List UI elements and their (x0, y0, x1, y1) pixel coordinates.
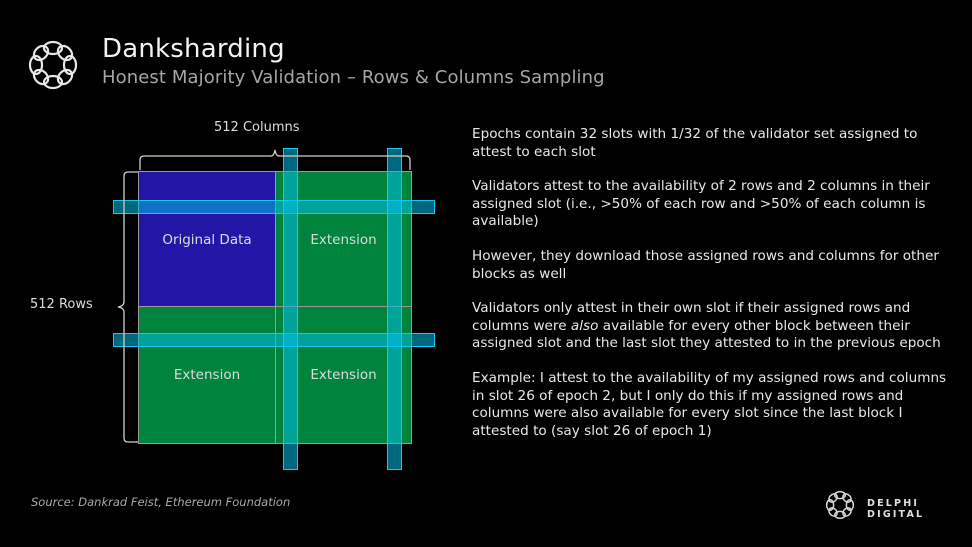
sampled-column-2 (387, 148, 402, 470)
bullet-own-slot: Validators only attest in their own slot… (472, 300, 952, 353)
columns-brace (139, 149, 411, 170)
delphi-brand-icon (825, 490, 855, 520)
bullet-epochs: Epochs contain 32 slots with 1/32 of the… (472, 126, 918, 160)
page-subtitle: Honest Majority Validation – Rows & Colu… (102, 67, 605, 88)
source-citation: Source: Dankrad Feist, Ethereum Foundati… (31, 495, 291, 509)
text-span: available for every other block between … (472, 317, 941, 352)
bullet-example: Example: I attest to the availability of… (472, 369, 947, 439)
bullet-download: However, they download those assigned ro… (472, 247, 939, 282)
cell-label: Extension (310, 232, 377, 248)
original-data-cell: Original Data (138, 171, 276, 307)
brand-name: DELPHI DIGITAL (867, 498, 925, 520)
cell-label: Original Data (162, 232, 252, 248)
delphi-logo-icon (28, 40, 78, 90)
sampled-row-2 (113, 333, 435, 347)
text-span: Validators only attest in their own slot… (472, 300, 911, 334)
rows-label: 512 Rows (30, 297, 93, 312)
emphasis-text: also (570, 317, 599, 334)
sampled-column-1 (283, 148, 298, 470)
sampled-row-1 (113, 200, 435, 214)
columns-label: 512 Columns (214, 120, 300, 135)
page-title: Danksharding (102, 34, 285, 64)
explanation-text: Epochs contain 32 slots with 1/32 of the… (472, 126, 952, 457)
extension-cell-bottom-left: Extension (138, 306, 276, 444)
cell-label: Extension (310, 367, 377, 383)
cell-label: Extension (173, 367, 241, 383)
bullet-attest: Validators attest to the availability of… (472, 178, 930, 230)
